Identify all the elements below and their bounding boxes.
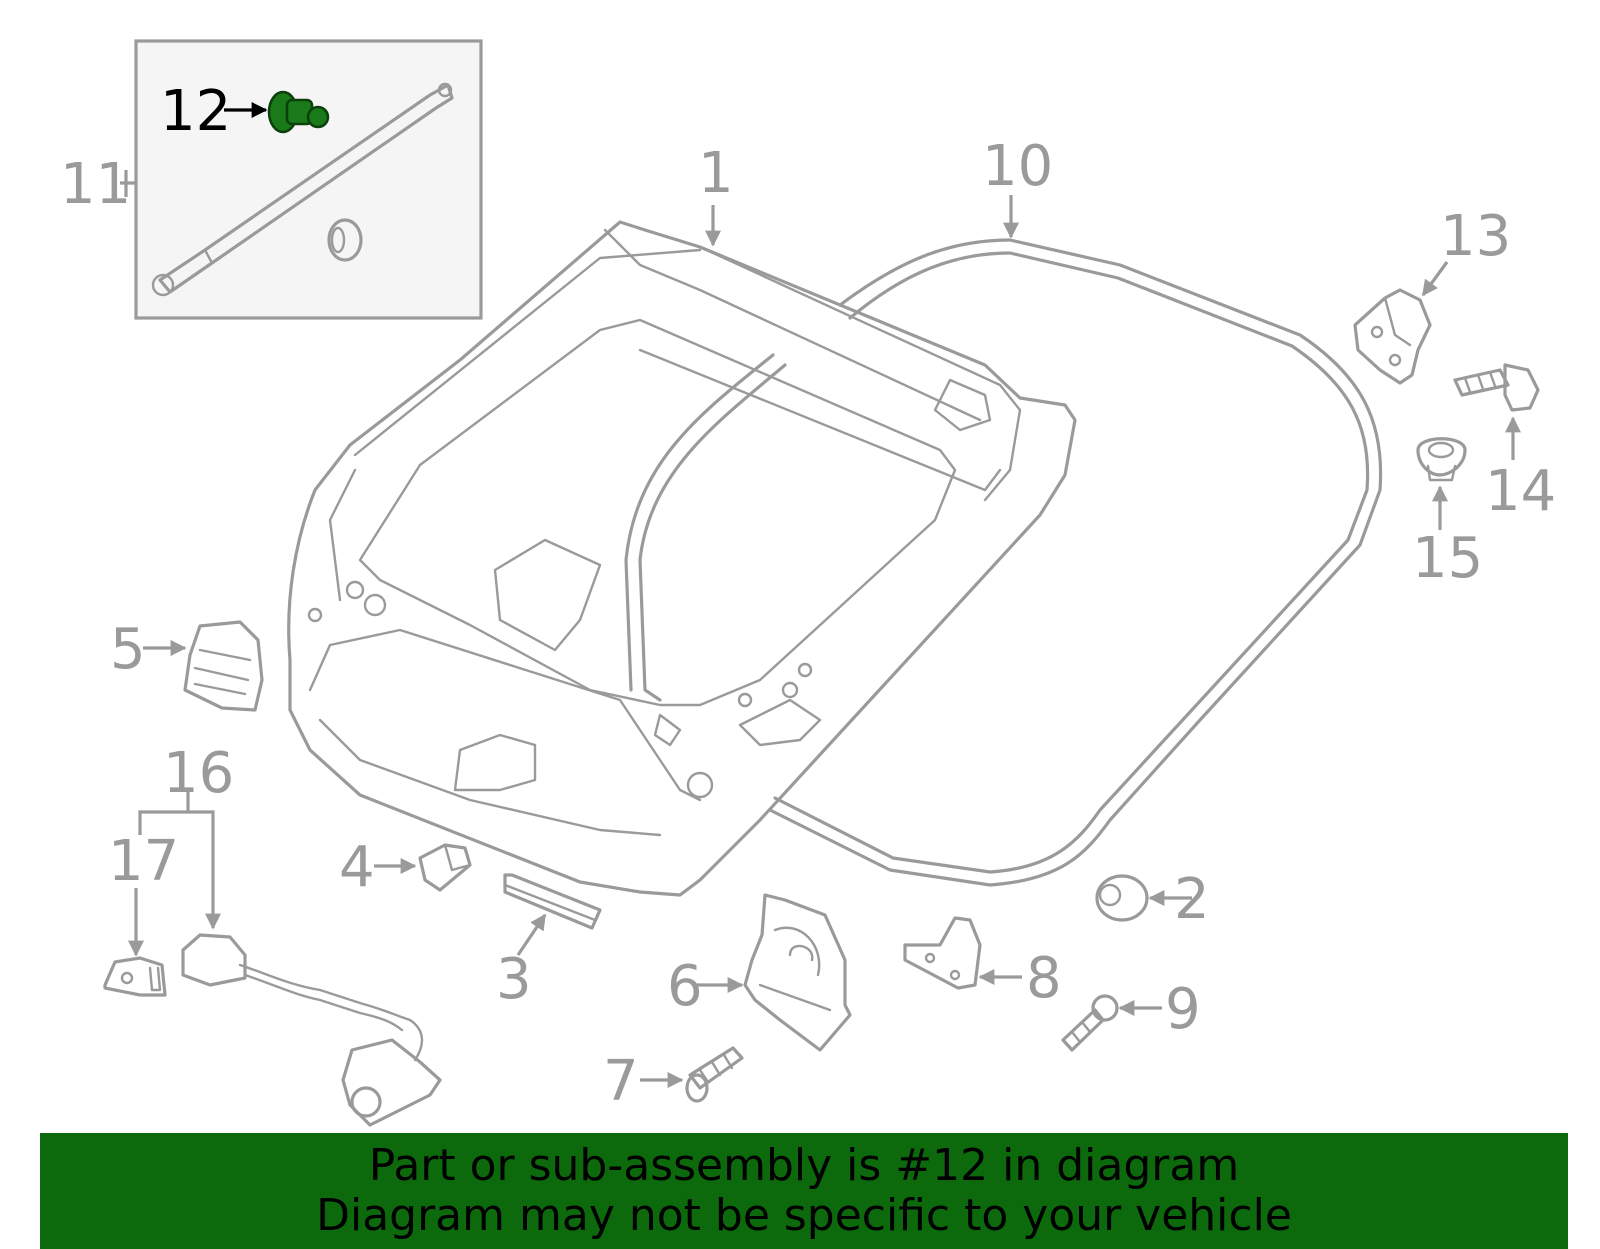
callout-label-8: 8 xyxy=(1026,946,1062,1011)
callout-label-9: 9 xyxy=(1165,977,1201,1042)
callout-label-10: 10 xyxy=(982,134,1053,199)
callout-label-2: 2 xyxy=(1174,867,1210,932)
callout-label-14: 14 xyxy=(1485,459,1556,524)
gas-strut-part-11 xyxy=(151,82,454,297)
latch-part-6 xyxy=(743,893,852,1052)
part-info-banner: Part or sub-assembly is #12 in diagram D… xyxy=(40,1133,1568,1249)
hinge-part-13 xyxy=(1353,288,1432,385)
callout-label-15: 15 xyxy=(1412,526,1483,591)
callout-label-16: 16 xyxy=(163,741,234,806)
callout-label-7: 7 xyxy=(603,1049,639,1114)
bolt-part-14 xyxy=(1453,363,1540,412)
callout-label-11: 11 xyxy=(60,152,131,217)
striker-part-8 xyxy=(903,916,982,990)
camera-bracket-part-17 xyxy=(103,956,167,997)
banner-line-disclaimer: Diagram may not be specific to your vehi… xyxy=(316,1190,1292,1241)
callout-11-bracket xyxy=(120,170,136,197)
callout-label-1: 1 xyxy=(698,141,734,206)
bumper-part-2 xyxy=(1095,874,1149,922)
callout-label-6: 6 xyxy=(667,954,703,1019)
bolt-part-7 xyxy=(685,1046,744,1103)
callout-label-12-highlighted: 12 xyxy=(160,79,231,144)
weatherstrip-part-10 xyxy=(624,238,1383,887)
nut-part-15 xyxy=(1416,437,1467,482)
callout-label-5: 5 xyxy=(110,617,146,682)
cap-part-4 xyxy=(418,843,472,892)
banner-line-part-number: Part or sub-assembly is #12 in diagram xyxy=(368,1140,1240,1191)
grommet-icon xyxy=(327,218,363,262)
emblem-part-5 xyxy=(183,620,264,712)
callout-label-17: 17 xyxy=(108,829,179,894)
camera-part-16 xyxy=(181,933,442,1127)
liftgate-panel-part-1 xyxy=(287,220,1077,897)
callout-13-arrow xyxy=(1421,261,1449,297)
inset-box-strut-assembly xyxy=(134,39,483,320)
callout-label-13: 13 xyxy=(1440,204,1511,269)
ball-stud-part-12-highlighted xyxy=(267,90,330,134)
license-light-part-3 xyxy=(503,873,602,930)
callout-label-3: 3 xyxy=(496,947,532,1012)
callout-label-4: 4 xyxy=(339,835,375,900)
callout-3-arrow xyxy=(516,913,547,956)
bolt-part-9 xyxy=(1061,994,1119,1052)
callout-16-bracket xyxy=(138,810,215,835)
